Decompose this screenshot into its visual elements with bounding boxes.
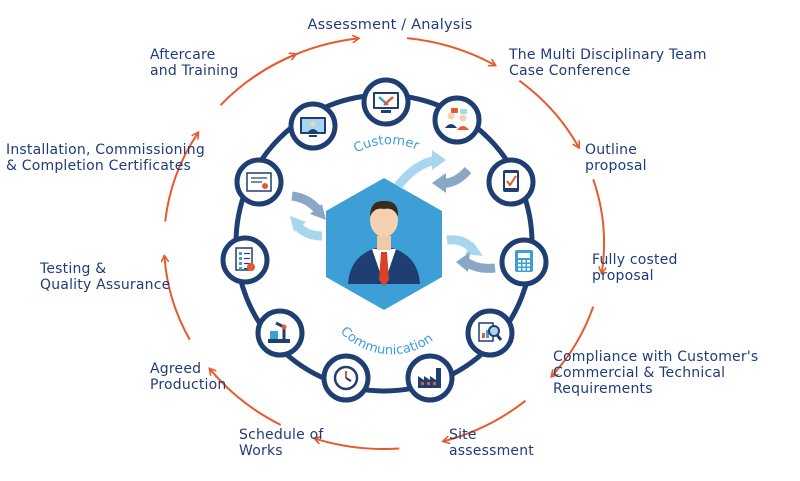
stage-label-testing: Testing & Quality Assurance — [40, 261, 171, 293]
title-label: Assessment / Analysis — [307, 17, 473, 33]
tablet-checklist-icon — [486, 157, 536, 207]
customer-person-icon — [348, 200, 420, 286]
flow-arrow — [592, 178, 604, 271]
stage-label-site-assessment: Site assessment — [449, 427, 534, 459]
flow-arrow — [164, 134, 197, 222]
stage-label-compliance: Compliance with Customer's Commercial & … — [553, 349, 759, 397]
stage-label-team-conference: The Multi Disciplinary Team Case Confere… — [509, 47, 707, 79]
flow-arrow — [211, 370, 282, 426]
certificate-icon — [234, 157, 284, 207]
stage-label-agreed-production: Agreed Production — [150, 361, 227, 393]
robot-arm-icon — [255, 308, 305, 358]
stage-label-schedule: Schedule of Works — [239, 427, 324, 459]
customer-label: Customer — [351, 133, 422, 156]
stage-label-aftercare: Aftercare and Training — [150, 47, 239, 79]
factory-icon — [405, 353, 455, 403]
flow-arrow — [553, 306, 595, 376]
orange-flow-arrows — [164, 37, 605, 450]
stage-label-costed-proposal: Fully costed proposal — [592, 252, 678, 284]
report-magnifier-icon — [465, 308, 515, 358]
calculator-icon — [499, 237, 549, 287]
flow-arrow — [406, 37, 494, 65]
communication-label: Communication — [337, 324, 436, 358]
tools-monitor-icon — [361, 77, 411, 127]
clock-icon — [321, 353, 371, 403]
flow-arrow — [316, 439, 400, 450]
stage-label-outline-proposal: Outline proposal — [585, 142, 647, 174]
flow-arrow — [219, 55, 295, 106]
communication-arrows — [290, 150, 496, 273]
flow-arrow — [165, 257, 191, 341]
team-meeting-icon — [432, 95, 482, 145]
stage-label-installation: Installation, Commissioning & Completion… — [6, 142, 205, 174]
flow-arrow — [518, 79, 578, 147]
video-training-icon — [288, 101, 338, 151]
stage-nodes — [220, 77, 549, 403]
flow-arrow — [445, 400, 527, 441]
quality-checklist-icon — [220, 235, 270, 285]
